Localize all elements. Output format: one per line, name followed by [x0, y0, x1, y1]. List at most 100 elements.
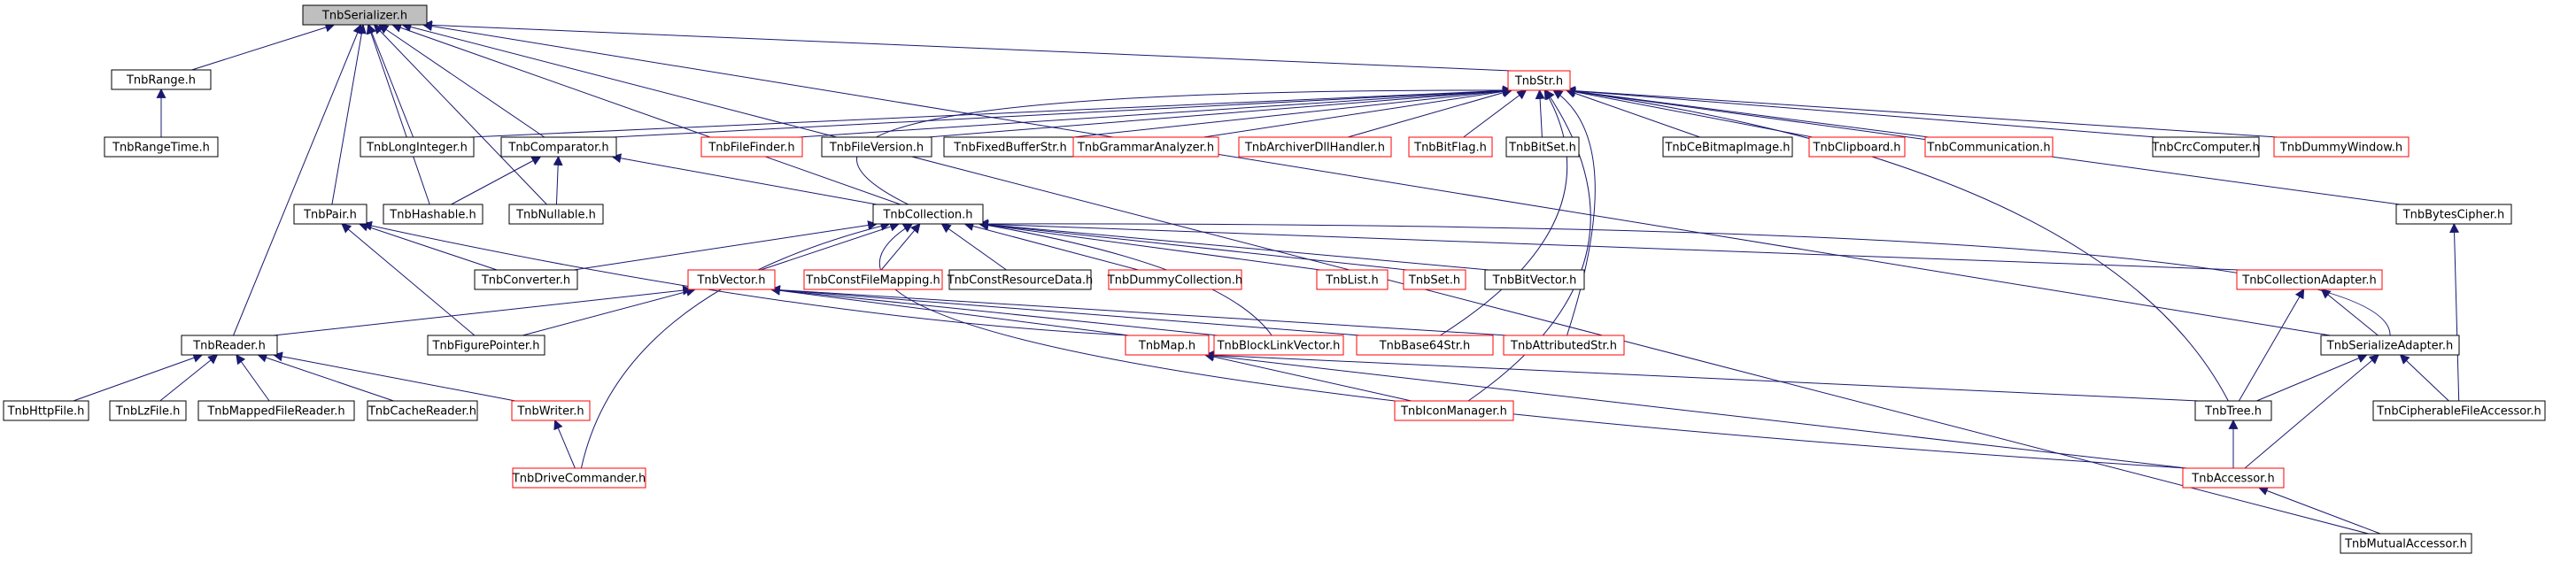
node-box: [500, 136, 617, 158]
node-collection[interactable]: TnbCollection.h: [872, 204, 984, 225]
node-box: [2340, 533, 2472, 554]
node-mutualacc[interactable]: TnbMutualAccessor.h: [2340, 533, 2472, 554]
node-bitvector[interactable]: TnbBitVector.h: [1484, 269, 1585, 290]
node-cachereader[interactable]: TnbCacheReader.h: [367, 400, 478, 421]
node-label: TnbStr.h: [1514, 75, 1563, 89]
edge-mutualacc-to-accessor: [2257, 486, 2381, 535]
node-label: TnbConverter.h: [481, 274, 570, 288]
node-hashable[interactable]: TnbHashable.h: [383, 204, 483, 225]
node-label: TnbArchiverDllHandler.h: [1244, 142, 1385, 155]
node-label: TnbMap.h: [1138, 340, 1195, 353]
node-fileversion[interactable]: TnbFileVersion.h: [821, 136, 932, 158]
node-box: [2182, 467, 2285, 489]
edge-collection-to-serializer: [391, 23, 901, 205]
node-cipherable[interactable]: TnbCipherableFileAccessor.h: [2372, 400, 2546, 421]
node-grammar[interactable]: TnbGrammarAnalyzer.h: [1072, 136, 1219, 158]
node-bitset[interactable]: TnbBitSet.h: [1505, 136, 1580, 158]
node-serializer[interactable]: TnbSerializer.h: [302, 4, 428, 26]
node-blocklink[interactable]: TnbBlockLinkVector.h: [1213, 335, 1344, 356]
node-attributed[interactable]: TnbAttributedStr.h: [1503, 335, 1625, 356]
node-longint[interactable]: TnbLongInteger.h: [360, 136, 475, 158]
node-constfilemap[interactable]: TnbConstFileMapping.h: [803, 269, 943, 290]
node-crc[interactable]: TnbCrcComputer.h: [2151, 136, 2260, 158]
node-drivecmd[interactable]: TnbDriveCommander.h: [512, 467, 646, 489]
node-dummycoll[interactable]: TnbDummyCollection.h: [1107, 269, 1242, 290]
node-cebitmap[interactable]: TnbCeBitmapImage.h: [1662, 136, 1793, 158]
node-mappedreader[interactable]: TnbMappedFileReader.h: [197, 400, 355, 421]
node-converter[interactable]: TnbConverter.h: [474, 269, 578, 290]
node-str[interactable]: TnbStr.h: [1507, 70, 1571, 91]
node-fixedbuf[interactable]: TnbFixedBufferStr.h: [943, 136, 1078, 158]
node-pair[interactable]: TnbPair.h: [293, 204, 367, 225]
edge-fixedbuf-to-str: [1072, 86, 1513, 138]
node-label: TnbSerializer.h: [321, 10, 407, 23]
node-list[interactable]: TnbList.h: [1316, 269, 1389, 290]
node-map[interactable]: TnbMap.h: [1125, 335, 1210, 356]
node-box: [821, 136, 932, 158]
edge-reader-to-serializer: [233, 23, 362, 336]
edge-bitvector-to-collection: [978, 219, 1489, 271]
node-colladapter[interactable]: TnbCollectionAdapter.h: [2236, 269, 2383, 290]
node-box: [872, 204, 984, 225]
node-lzfile[interactable]: TnbLzFile.h: [109, 400, 187, 421]
node-label: TnbWriter.h: [516, 405, 584, 419]
node-clipboard[interactable]: TnbClipboard.h: [1808, 136, 1906, 158]
node-bytescipher[interactable]: TnbBytesCipher.h: [2395, 204, 2512, 225]
node-vector[interactable]: TnbVector.h: [687, 269, 776, 290]
node-serialadapter[interactable]: TnbSerializeAdapter.h: [2320, 335, 2460, 356]
node-label: TnbDummyCollection.h: [1107, 274, 1242, 288]
node-set[interactable]: TnbSet.h: [1403, 269, 1466, 290]
node-box: [700, 136, 803, 158]
node-label: TnbBitVector.h: [1492, 274, 1577, 288]
node-range[interactable]: TnbRange.h: [111, 69, 212, 90]
edge-serialadapter-to-collection: [978, 219, 2391, 336]
node-tree[interactable]: TnbTree.h: [2194, 400, 2272, 421]
edge-drivecmd-to-collection: [580, 221, 891, 469]
node-reader[interactable]: TnbReader.h: [181, 335, 278, 356]
edge-map-to-vector: [770, 285, 1130, 336]
node-label: TnbClipboard.h: [1813, 142, 1901, 155]
edge-drivecmd-to-writer: [553, 419, 576, 469]
node-label: TnbCipherableFileAccessor.h: [2376, 405, 2541, 419]
edge-range-to-serializer: [191, 22, 336, 71]
edge-cipherable-to-bytescipher: [2449, 222, 2460, 402]
node-label: TnbBase64Str.h: [1379, 340, 1471, 353]
node-label: TnbDummyWindow.h: [2279, 142, 2402, 155]
node-box: [1238, 136, 1392, 158]
node-httpfile[interactable]: TnbHttpFile.h: [3, 400, 89, 421]
node-communication[interactable]: TnbCommunication.h: [1924, 136, 2054, 158]
edge-fileversion-to-str: [927, 86, 1513, 138]
node-constres[interactable]: TnbConstResourceData.h: [947, 269, 1094, 290]
edge-archiver-to-str: [1347, 88, 1513, 138]
edge-mappedreader-to-reader: [236, 354, 270, 402]
edge-figureptr-to-pair: [341, 223, 476, 336]
node-archiver[interactable]: TnbArchiverDllHandler.h: [1238, 136, 1392, 158]
edge-accessor-to-collection: [878, 223, 2187, 469]
node-dummywin[interactable]: TnbDummyWindow.h: [2273, 136, 2410, 158]
edge-collection-to-comparator: [611, 153, 878, 205]
edge-httpfile-to-reader: [73, 353, 204, 402]
node-box: [367, 400, 478, 421]
edge-nullable-to-serializer: [373, 24, 547, 205]
node-comparator[interactable]: TnbComparator.h: [500, 136, 617, 158]
node-filefinder[interactable]: TnbFileFinder.h: [700, 136, 803, 158]
edge-dummycoll-to-collection: [963, 221, 1139, 271]
node-box: [511, 400, 591, 421]
edge-iconmgr-to-map: [1203, 351, 1412, 402]
edge-crc-to-str: [1565, 86, 2157, 138]
node-base64[interactable]: TnbBase64Str.h: [1356, 335, 1494, 356]
edge-blocklink-to-vector: [770, 285, 1218, 336]
node-label: TnbCacheReader.h: [367, 405, 476, 419]
node-box: [109, 400, 187, 421]
node-label: TnbComparator.h: [507, 142, 608, 155]
node-writer[interactable]: TnbWriter.h: [511, 400, 591, 421]
node-iconmgr[interactable]: TnbIconManager.h: [1394, 400, 1514, 421]
node-bitflag[interactable]: TnbBitFlag.h: [1408, 136, 1493, 158]
node-accessor[interactable]: TnbAccessor.h: [2182, 467, 2285, 489]
node-label: TnbSerializeAdapter.h: [2326, 340, 2453, 353]
node-box: [1484, 269, 1585, 290]
node-figureptr[interactable]: TnbFigurePointer.h: [427, 335, 545, 356]
node-nullable[interactable]: TnbNullable.h: [508, 204, 604, 225]
edge-tree-to-colladapter: [2238, 289, 2305, 402]
node-rangetime[interactable]: TnbRangeTime.h: [104, 136, 219, 158]
